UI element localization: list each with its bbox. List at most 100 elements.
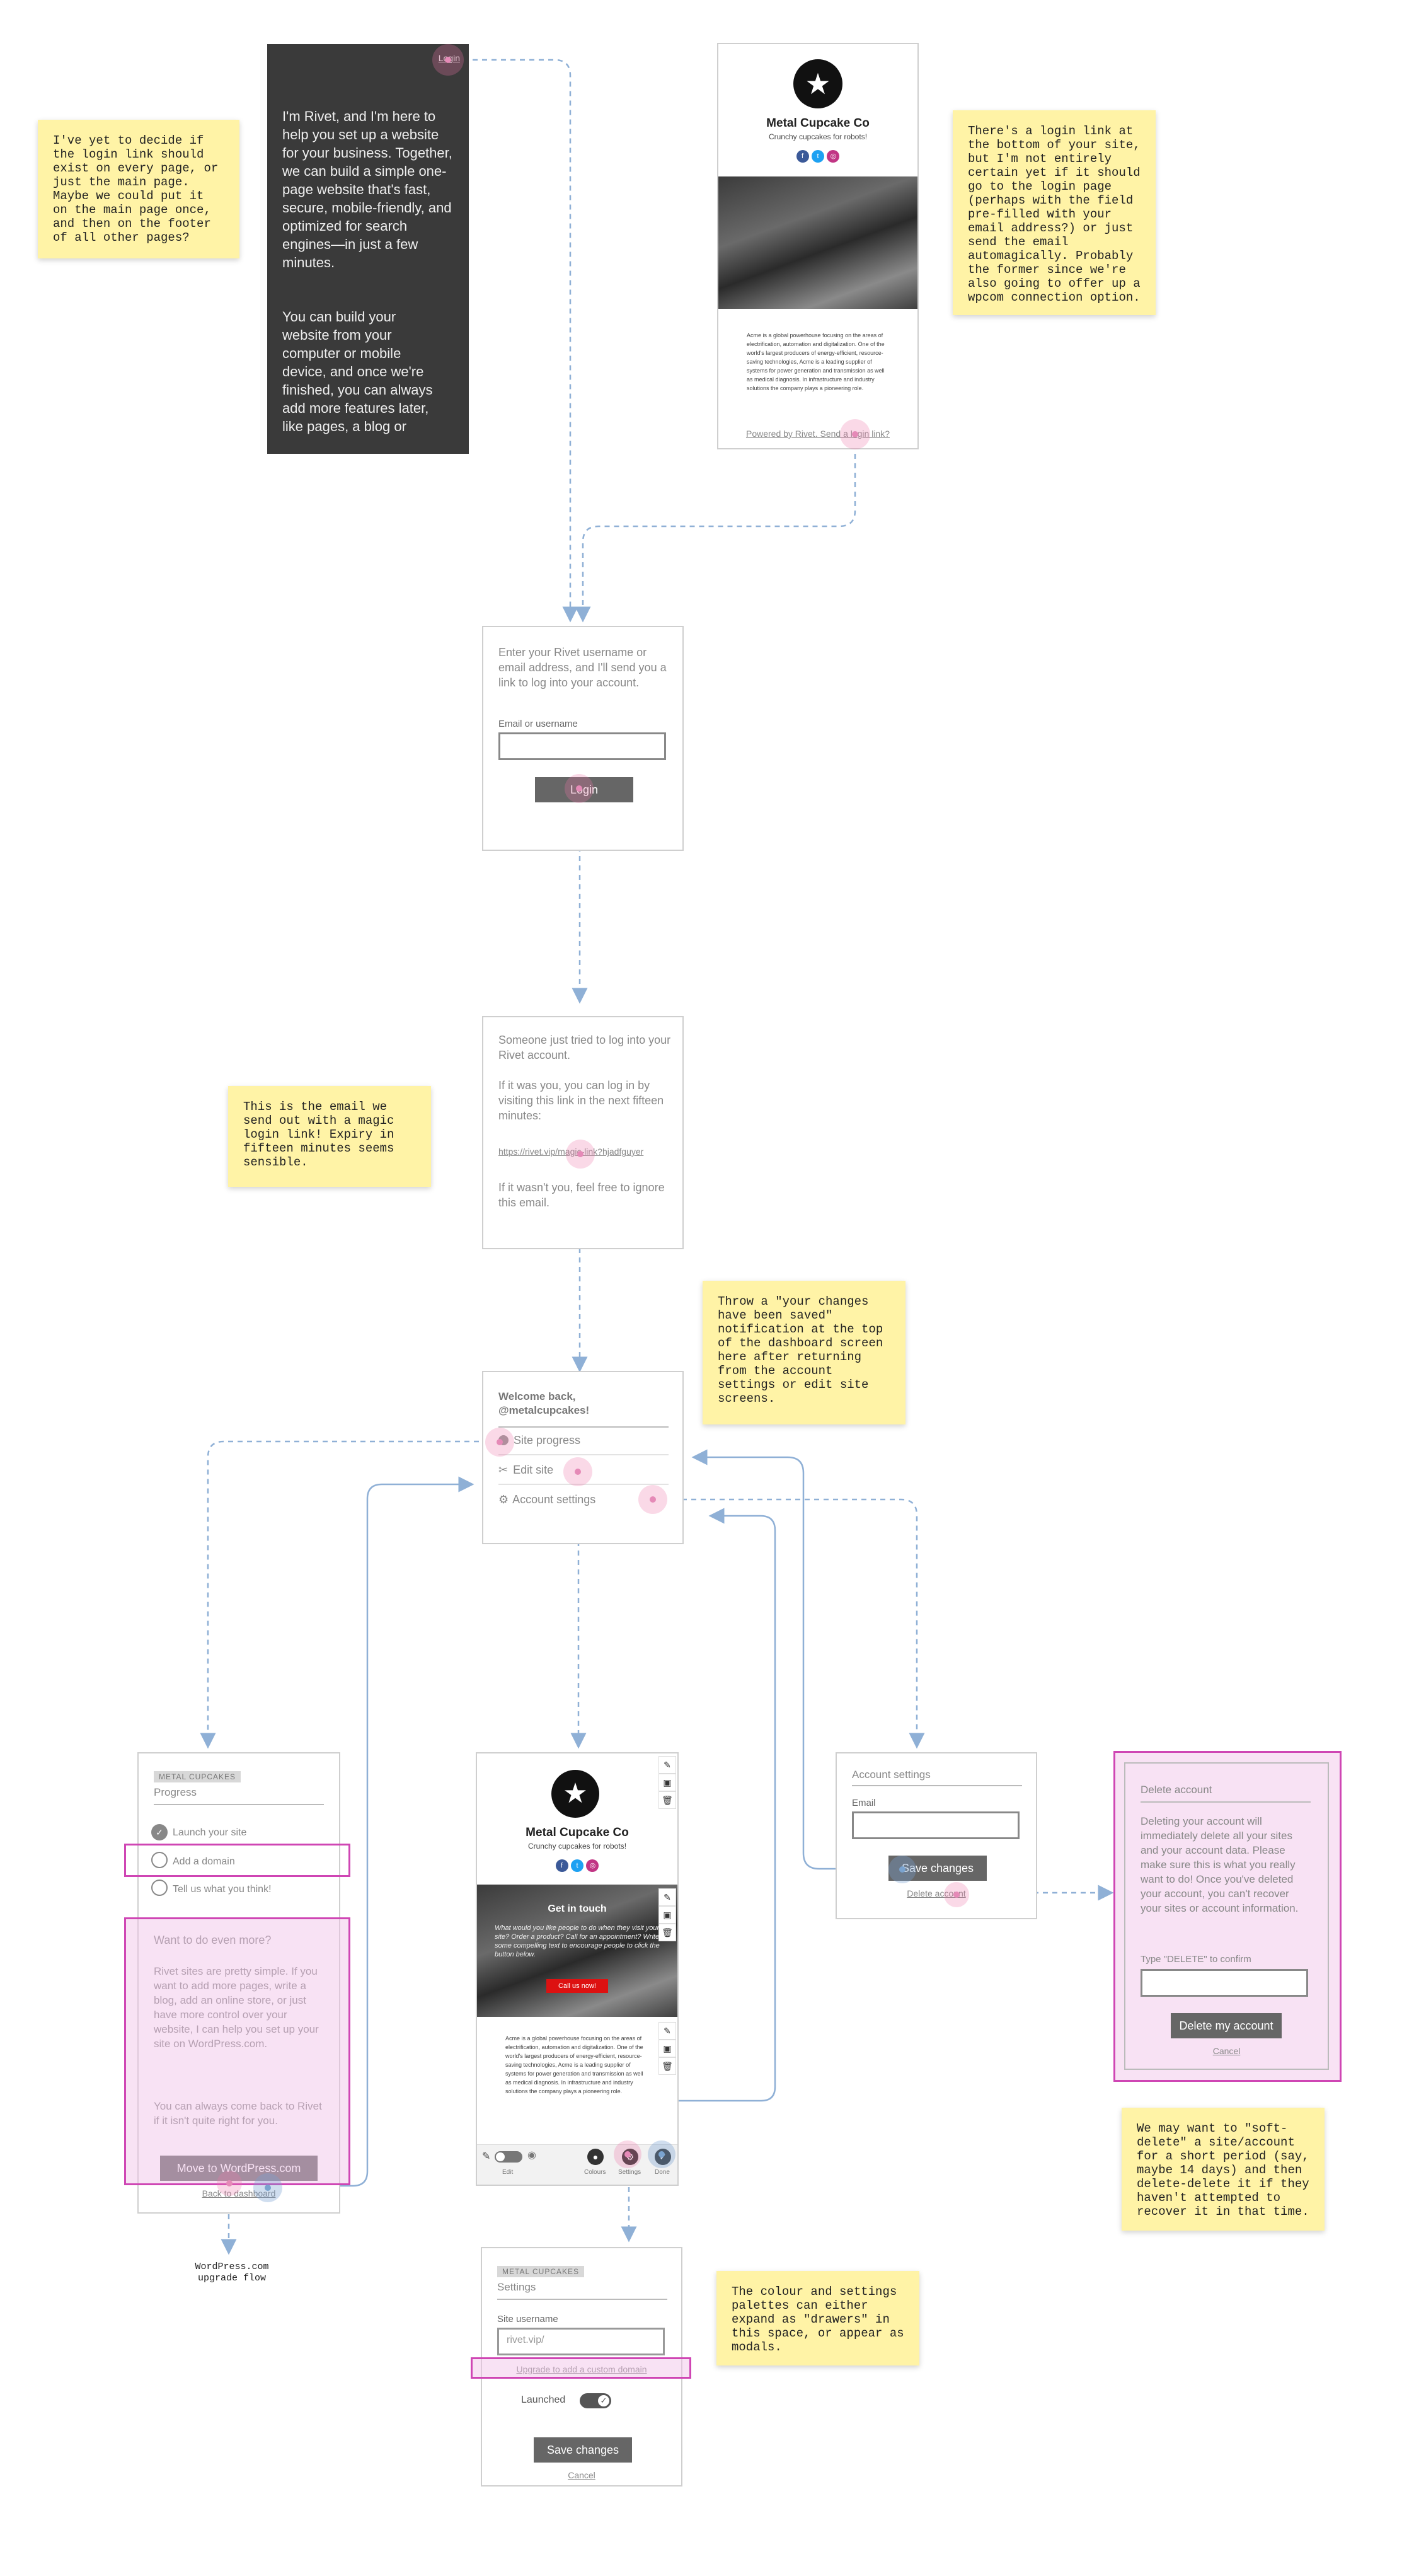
delete-my-account-button[interactable]: Delete my account bbox=[1171, 2013, 1282, 2038]
hero-photo bbox=[718, 176, 917, 309]
intro-paragraph-1: I'm Rivet, and I'm here to help you set … bbox=[282, 108, 452, 270]
dashboard-divider bbox=[498, 1426, 669, 1428]
site-tag: METAL CUPCAKES bbox=[497, 2266, 585, 2277]
intro-paragraph-2: You can build your website from your com… bbox=[282, 309, 433, 434]
email-paragraph-3: If it wasn't you, feel free to ignore th… bbox=[498, 1181, 665, 1209]
account-title: Account settings bbox=[852, 1769, 931, 1781]
delete-title: Delete account bbox=[1141, 1784, 1212, 1796]
progress-item-domain[interactable]: Add a domain bbox=[151, 1852, 235, 1871]
cta-title: Get in touch bbox=[548, 1903, 607, 1914]
wpcom-flow-label: WordPress.com upgrade flow bbox=[195, 2261, 269, 2284]
site-tagline: Crunchy cupcakes for robots! bbox=[527, 1842, 627, 1851]
droplet-icon[interactable]: ● bbox=[587, 2149, 604, 2165]
delete-account-link[interactable]: Delete account bbox=[907, 1888, 966, 1898]
settings-cancel-link[interactable]: Cancel bbox=[568, 2470, 595, 2480]
connector-dashboard-account bbox=[653, 1498, 925, 1749]
dashboard-item-edit-site[interactable]: ✂ Edit site bbox=[498, 1464, 669, 1477]
progress-item-label: Launch your site bbox=[173, 1827, 247, 1838]
settings-save-button[interactable]: Save changes bbox=[534, 2437, 632, 2463]
connector-dashboard-progress bbox=[200, 1440, 498, 1749]
pencil-icon[interactable]: ✎ bbox=[658, 1888, 676, 1906]
site-tag: METAL CUPCAKES bbox=[154, 1771, 241, 1782]
login-intro: Enter your Rivet username or email addre… bbox=[498, 646, 667, 689]
twitter-icon[interactable]: t bbox=[571, 1859, 583, 1872]
email-magic-link[interactable]: https://rivet.vip/magic-link?hjadfguyer bbox=[498, 1146, 644, 1157]
move-to-wpcom-button[interactable]: Move to WordPress.com bbox=[160, 2156, 318, 2181]
email-paragraph-1: Someone just tried to log into your Rive… bbox=[498, 1034, 671, 1061]
email-paragraph-2: If it was you, you can log in by visitin… bbox=[498, 1079, 664, 1122]
site-footer-login[interactable]: Powered by Rivet. Send a login link? bbox=[745, 429, 890, 439]
toolbar-done-label: Done bbox=[655, 2169, 670, 2176]
account-email-input[interactable] bbox=[852, 1811, 1020, 1839]
twitter-icon[interactable]: t bbox=[812, 150, 824, 163]
pencil-icon[interactable]: ✎ bbox=[658, 1756, 676, 1774]
tap-target-login-button bbox=[565, 774, 594, 803]
launched-toggle[interactable]: ✓ bbox=[580, 2393, 611, 2408]
empty-circle-icon bbox=[151, 1852, 168, 1868]
account-settings-screen: Account settings Email Save changes Dele… bbox=[836, 1752, 1037, 1919]
tap-target-delete-account bbox=[944, 1882, 969, 1907]
site-settings-screen: METAL CUPCAKES Settings Site username ri… bbox=[481, 2247, 682, 2486]
upgrade-domain-link[interactable]: Upgrade to add a custom domain bbox=[516, 2364, 647, 2374]
site-username-input[interactable]: rivet.vip/ bbox=[497, 2328, 665, 2355]
image-icon[interactable]: ▣ bbox=[658, 2040, 676, 2057]
dashboard-item-label: Account settings bbox=[512, 1493, 596, 1506]
facebook-icon[interactable]: f bbox=[555, 1859, 568, 1872]
tap-target-magic-link bbox=[566, 1140, 595, 1169]
progress-item-label: Add a domain bbox=[173, 1856, 235, 1867]
progress-item-launch[interactable]: ✓Launch your site bbox=[151, 1824, 246, 1842]
image-icon[interactable]: ▣ bbox=[658, 1906, 676, 1924]
delete-account-screen: Delete account Deleting your account wil… bbox=[1124, 1762, 1329, 2070]
note-login-link: I've yet to decide if the login link sho… bbox=[38, 120, 239, 258]
edit-toggle[interactable] bbox=[495, 2151, 522, 2163]
toolbar-settings-label: Settings bbox=[618, 2169, 641, 2176]
login-screen: Enter your Rivet username or email addre… bbox=[482, 626, 684, 851]
delete-cancel-link[interactable]: Cancel bbox=[1212, 2046, 1241, 2056]
account-email-label: Email bbox=[852, 1798, 876, 1808]
tap-target-back bbox=[253, 2173, 282, 2202]
tap-target-done bbox=[648, 2140, 675, 2168]
progress-item-label: Tell us what you think! bbox=[173, 1884, 272, 1895]
social-icons: f t ◎ bbox=[718, 150, 917, 163]
tools-icon: ✂ bbox=[498, 1464, 509, 1476]
instagram-icon[interactable]: ◎ bbox=[827, 150, 840, 163]
delete-confirm-input[interactable] bbox=[1141, 1969, 1308, 1997]
login-input[interactable] bbox=[498, 732, 666, 760]
site-username-label: Site username bbox=[497, 2314, 558, 2325]
progress-item-feedback[interactable]: Tell us what you think! bbox=[151, 1880, 272, 1898]
toolbar-edit-label: Edit bbox=[502, 2169, 514, 2176]
magic-link-email: Someone just tried to log into your Rive… bbox=[482, 1016, 684, 1249]
pencil-icon: ✎ bbox=[482, 2151, 491, 2162]
progress-screen: METAL CUPCAKES Progress ✓Launch your sit… bbox=[137, 1752, 340, 2214]
site-about: Acme is a global powerhouse focusing on … bbox=[747, 332, 885, 391]
trash-icon[interactable]: 🗑 bbox=[658, 1924, 676, 1941]
note-palettes: The colour and settings palettes can eit… bbox=[716, 2271, 919, 2365]
back-to-dashboard-link[interactable]: Back to dashboard bbox=[202, 2188, 276, 2198]
delete-body: Deleting your account will immediately d… bbox=[1141, 1815, 1299, 1914]
settings-divider bbox=[497, 2299, 667, 2300]
site-name: Metal Cupcake Co bbox=[766, 117, 870, 130]
facebook-icon[interactable]: f bbox=[796, 150, 809, 163]
cta-button[interactable]: Call us now! bbox=[546, 1979, 608, 1993]
login-button[interactable]: Login bbox=[535, 777, 633, 802]
social-icons: f t ◎ bbox=[477, 1859, 677, 1872]
tap-target-account-settings bbox=[638, 1485, 667, 1514]
eye-icon[interactable]: ◉ bbox=[527, 2150, 536, 2161]
trash-icon[interactable]: 🗑 bbox=[658, 2057, 676, 2075]
trash-icon[interactable]: 🗑 bbox=[658, 1791, 676, 1809]
dashboard-item-account-settings[interactable]: ⚙Account settings bbox=[498, 1493, 669, 1506]
note-login-bottom: There's a login link at the bottom of yo… bbox=[953, 110, 1156, 315]
dashboard-item-label: Edit site bbox=[513, 1464, 554, 1476]
highlight-add-domain bbox=[124, 1844, 350, 1877]
progress-title: Progress bbox=[154, 1786, 197, 1798]
dashboard-item-site-progress[interactable]: Site progress bbox=[498, 1434, 669, 1447]
instagram-icon[interactable]: ◎ bbox=[586, 1859, 599, 1872]
cta-text: What would you like people to do when th… bbox=[495, 1924, 660, 1958]
dashboard-screen: Welcome back, @metalcupcakes! Site progr… bbox=[482, 1371, 684, 1544]
editor-toolbar: ✎ ◉ Edit ● Colours ⚙ Settings ✓ Done bbox=[477, 2144, 677, 2185]
progress-divider bbox=[154, 1804, 324, 1805]
pencil-icon[interactable]: ✎ bbox=[658, 2022, 676, 2040]
image-icon[interactable]: ▣ bbox=[658, 1774, 676, 1791]
star-logo-icon: ★ bbox=[551, 1770, 599, 1818]
account-divider bbox=[852, 1785, 1022, 1786]
